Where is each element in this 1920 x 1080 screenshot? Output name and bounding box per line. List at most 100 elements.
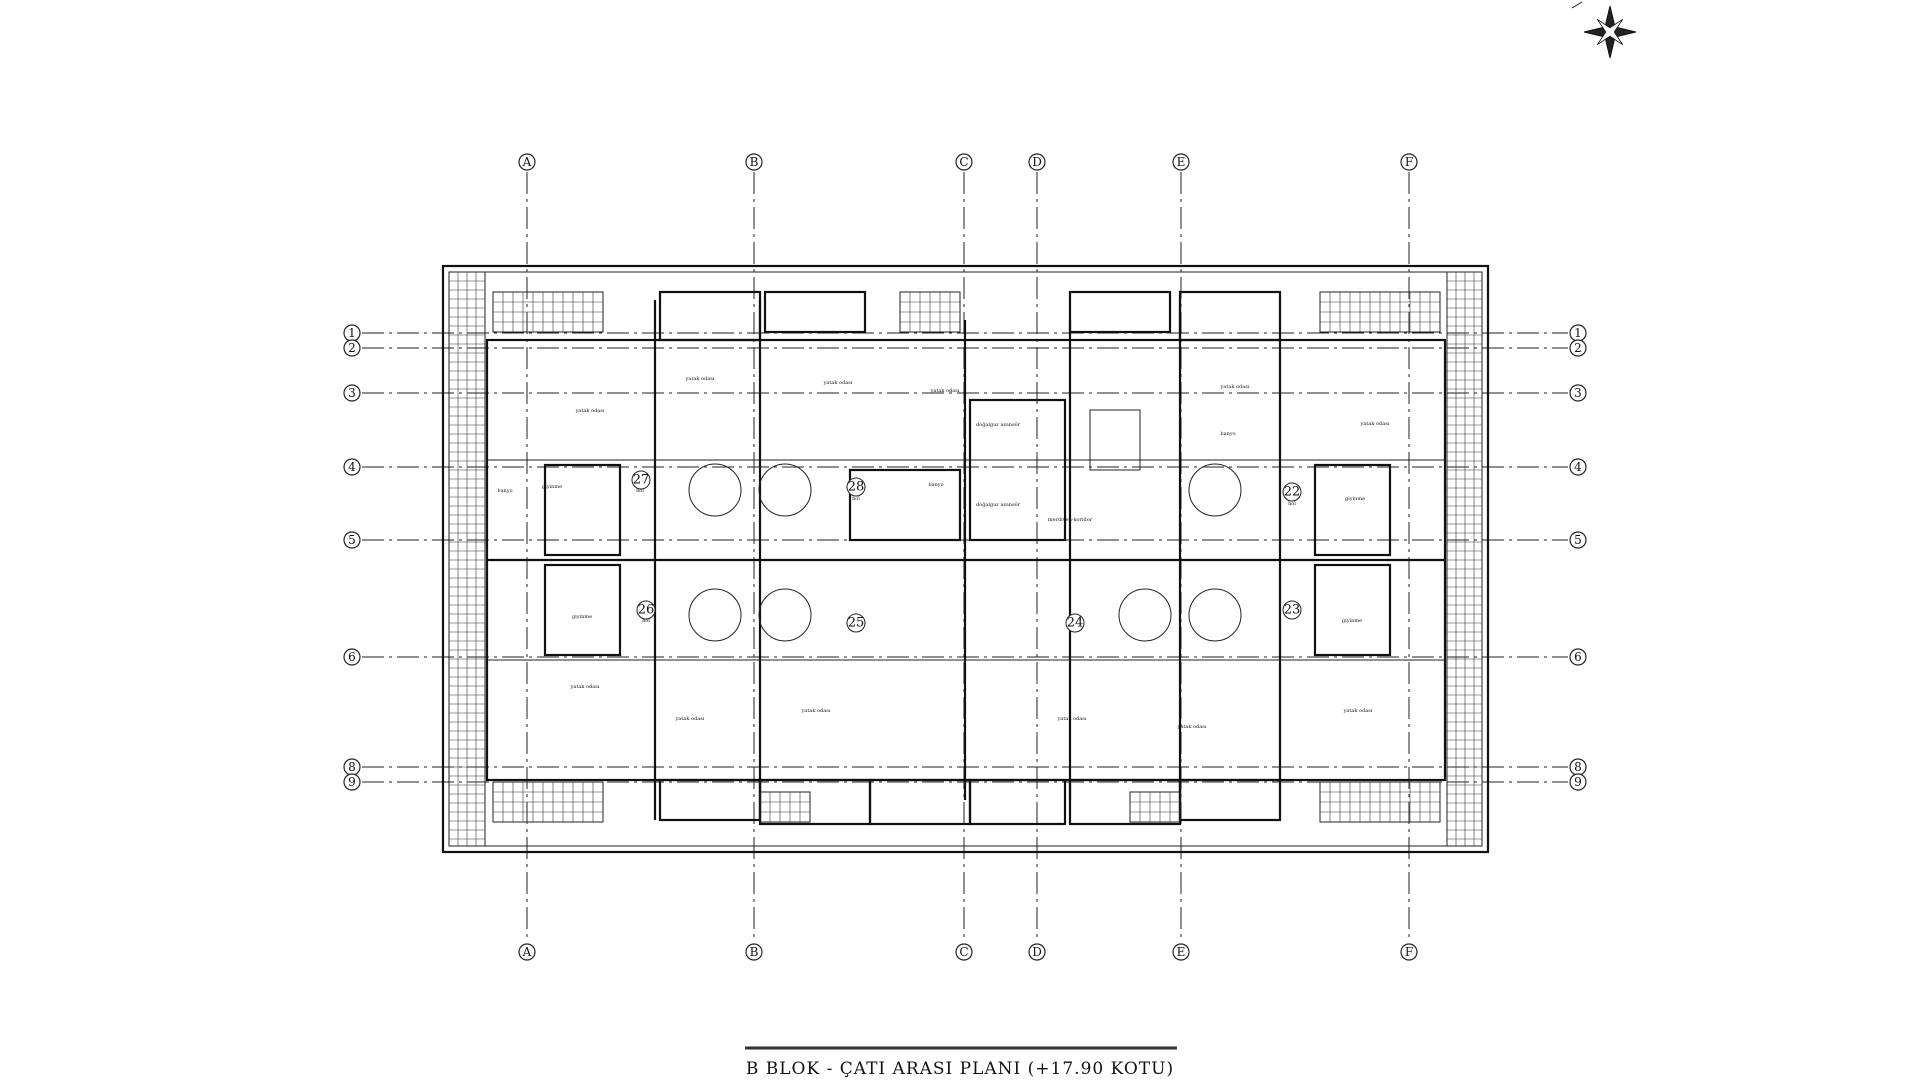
row-axis-label: 9 xyxy=(1574,775,1582,789)
room-label: yatak odası xyxy=(1360,421,1390,427)
room-label: hol xyxy=(642,618,650,624)
row-axis-label: 8 xyxy=(348,760,356,774)
unit-number: 26 xyxy=(638,603,655,618)
unit-number: 25 xyxy=(848,616,865,631)
tile-area xyxy=(1446,271,1483,847)
column-axis-bubble xyxy=(745,943,763,961)
row-axis-label: 6 xyxy=(348,650,356,664)
room-label: giyinme xyxy=(572,614,592,620)
row-axis-label: 4 xyxy=(1574,460,1582,474)
row-axis-bubble xyxy=(1569,339,1587,357)
row-axis-label: 1 xyxy=(348,326,356,340)
room-label: merdiven-koridor xyxy=(1048,517,1093,523)
column-axis-bubble xyxy=(518,153,536,171)
room-label: doğalgaz asansör xyxy=(976,421,1021,428)
tile-area xyxy=(1129,791,1181,823)
row-axis-bubble xyxy=(343,339,361,357)
spiral-stairs xyxy=(688,463,1242,642)
row-axis-label: 2 xyxy=(348,341,356,355)
row-axis-bubble xyxy=(343,384,361,402)
room-label: yatak odası xyxy=(1177,724,1207,730)
column-axis-bubble xyxy=(1172,943,1190,961)
room-label: yatak odası xyxy=(570,684,600,690)
unit-number-circle xyxy=(1282,600,1302,620)
room-label: yatak odası xyxy=(930,388,960,394)
building-outline xyxy=(441,264,1490,854)
row-axis-bubble xyxy=(1569,773,1587,791)
unit-number: 27 xyxy=(633,473,650,488)
row-axis-label: 9 xyxy=(348,775,356,789)
column-axis-label: B xyxy=(750,155,759,169)
column-axis-label: B xyxy=(750,945,759,959)
column-axis-bubble xyxy=(1400,943,1418,961)
column-axis-label: F xyxy=(1405,945,1413,959)
room-label: yatak odası xyxy=(801,708,831,714)
paving-tiles xyxy=(448,271,1483,847)
row-axis-bubble xyxy=(343,648,361,666)
row-axis-bubble xyxy=(1569,531,1587,549)
unit-number: 28 xyxy=(848,480,865,495)
room-label: yatak odası xyxy=(1343,708,1373,714)
row-axis-bubble xyxy=(1569,648,1587,666)
row-axis-label: 6 xyxy=(1574,650,1582,664)
column-axis-label: E xyxy=(1177,945,1186,959)
unit-number-circle xyxy=(631,470,651,490)
row-axis-label: 8 xyxy=(1574,760,1582,774)
room-label: doğalgaz asansör xyxy=(976,501,1021,508)
column-axis-label: F xyxy=(1405,155,1413,169)
row-axis-bubble xyxy=(343,773,361,791)
column-axis-bubble xyxy=(955,153,973,171)
unit-number-circle xyxy=(1065,613,1085,633)
unit-number-circle xyxy=(1282,482,1302,502)
column-axis-bubble xyxy=(745,153,763,171)
room-label: banyo xyxy=(1220,431,1235,437)
row-axis-label: 5 xyxy=(1574,533,1582,547)
tile-area xyxy=(759,791,811,823)
unit-number: 22 xyxy=(1284,485,1301,500)
room-label: giyinme xyxy=(542,484,562,490)
row-axis-bubble xyxy=(1569,384,1587,402)
column-axis-label: D xyxy=(1032,945,1042,959)
room-label: hol xyxy=(636,488,644,494)
column-axis-label: A xyxy=(522,945,532,959)
row-axis-label: 3 xyxy=(1574,386,1582,400)
unit-number: 24 xyxy=(1067,616,1084,631)
room-labels: yatak odası yatak odası yatak odası yatak o… xyxy=(497,376,1389,730)
room-label: giyinme xyxy=(1345,496,1365,502)
row-axis-label: 5 xyxy=(348,533,356,547)
unit-number: 23 xyxy=(1284,603,1301,618)
column-axis-label: C xyxy=(959,155,968,169)
unit-number-circle xyxy=(846,477,866,497)
room-label: hol xyxy=(1288,501,1296,507)
column-axis-bubble xyxy=(518,943,536,961)
row-axis-bubble xyxy=(343,458,361,476)
unit-number-circle xyxy=(636,600,656,620)
room-label: yatak odası xyxy=(575,408,605,414)
row-axis-label: 4 xyxy=(348,460,356,474)
column-axis-label: A xyxy=(522,155,532,169)
column-axis-bubble xyxy=(955,943,973,961)
column-axis-bubble xyxy=(1400,153,1418,171)
row-axis-label: 3 xyxy=(348,386,356,400)
room-label: yatak odası xyxy=(1057,716,1087,722)
row-axis-label: 2 xyxy=(1574,341,1582,355)
row-axis-bubble xyxy=(1569,458,1587,476)
drawing-title: B BLOK - ÇATI ARASI PLANI (+17.90 KOTU) xyxy=(746,1059,1174,1079)
room-label: yatak odası xyxy=(823,380,853,386)
room-label: hol xyxy=(852,496,860,502)
room-label: yatak odası xyxy=(1220,384,1250,390)
row-axis-bubble xyxy=(343,531,361,549)
column-axis-bubble xyxy=(1028,943,1046,961)
column-axis-bubble xyxy=(1028,153,1046,171)
compass-rose-icon xyxy=(1571,1,1637,59)
room-label: banyo xyxy=(928,482,943,488)
unit-number-circle xyxy=(846,613,866,633)
row-axis-label: 1 xyxy=(1574,326,1582,340)
room-label: yatak odası xyxy=(675,716,705,722)
room-label: giyinme xyxy=(1342,618,1362,624)
column-axis-label: C xyxy=(959,945,968,959)
room-label: banyo xyxy=(497,488,512,494)
column-axis-label: E xyxy=(1177,155,1186,169)
